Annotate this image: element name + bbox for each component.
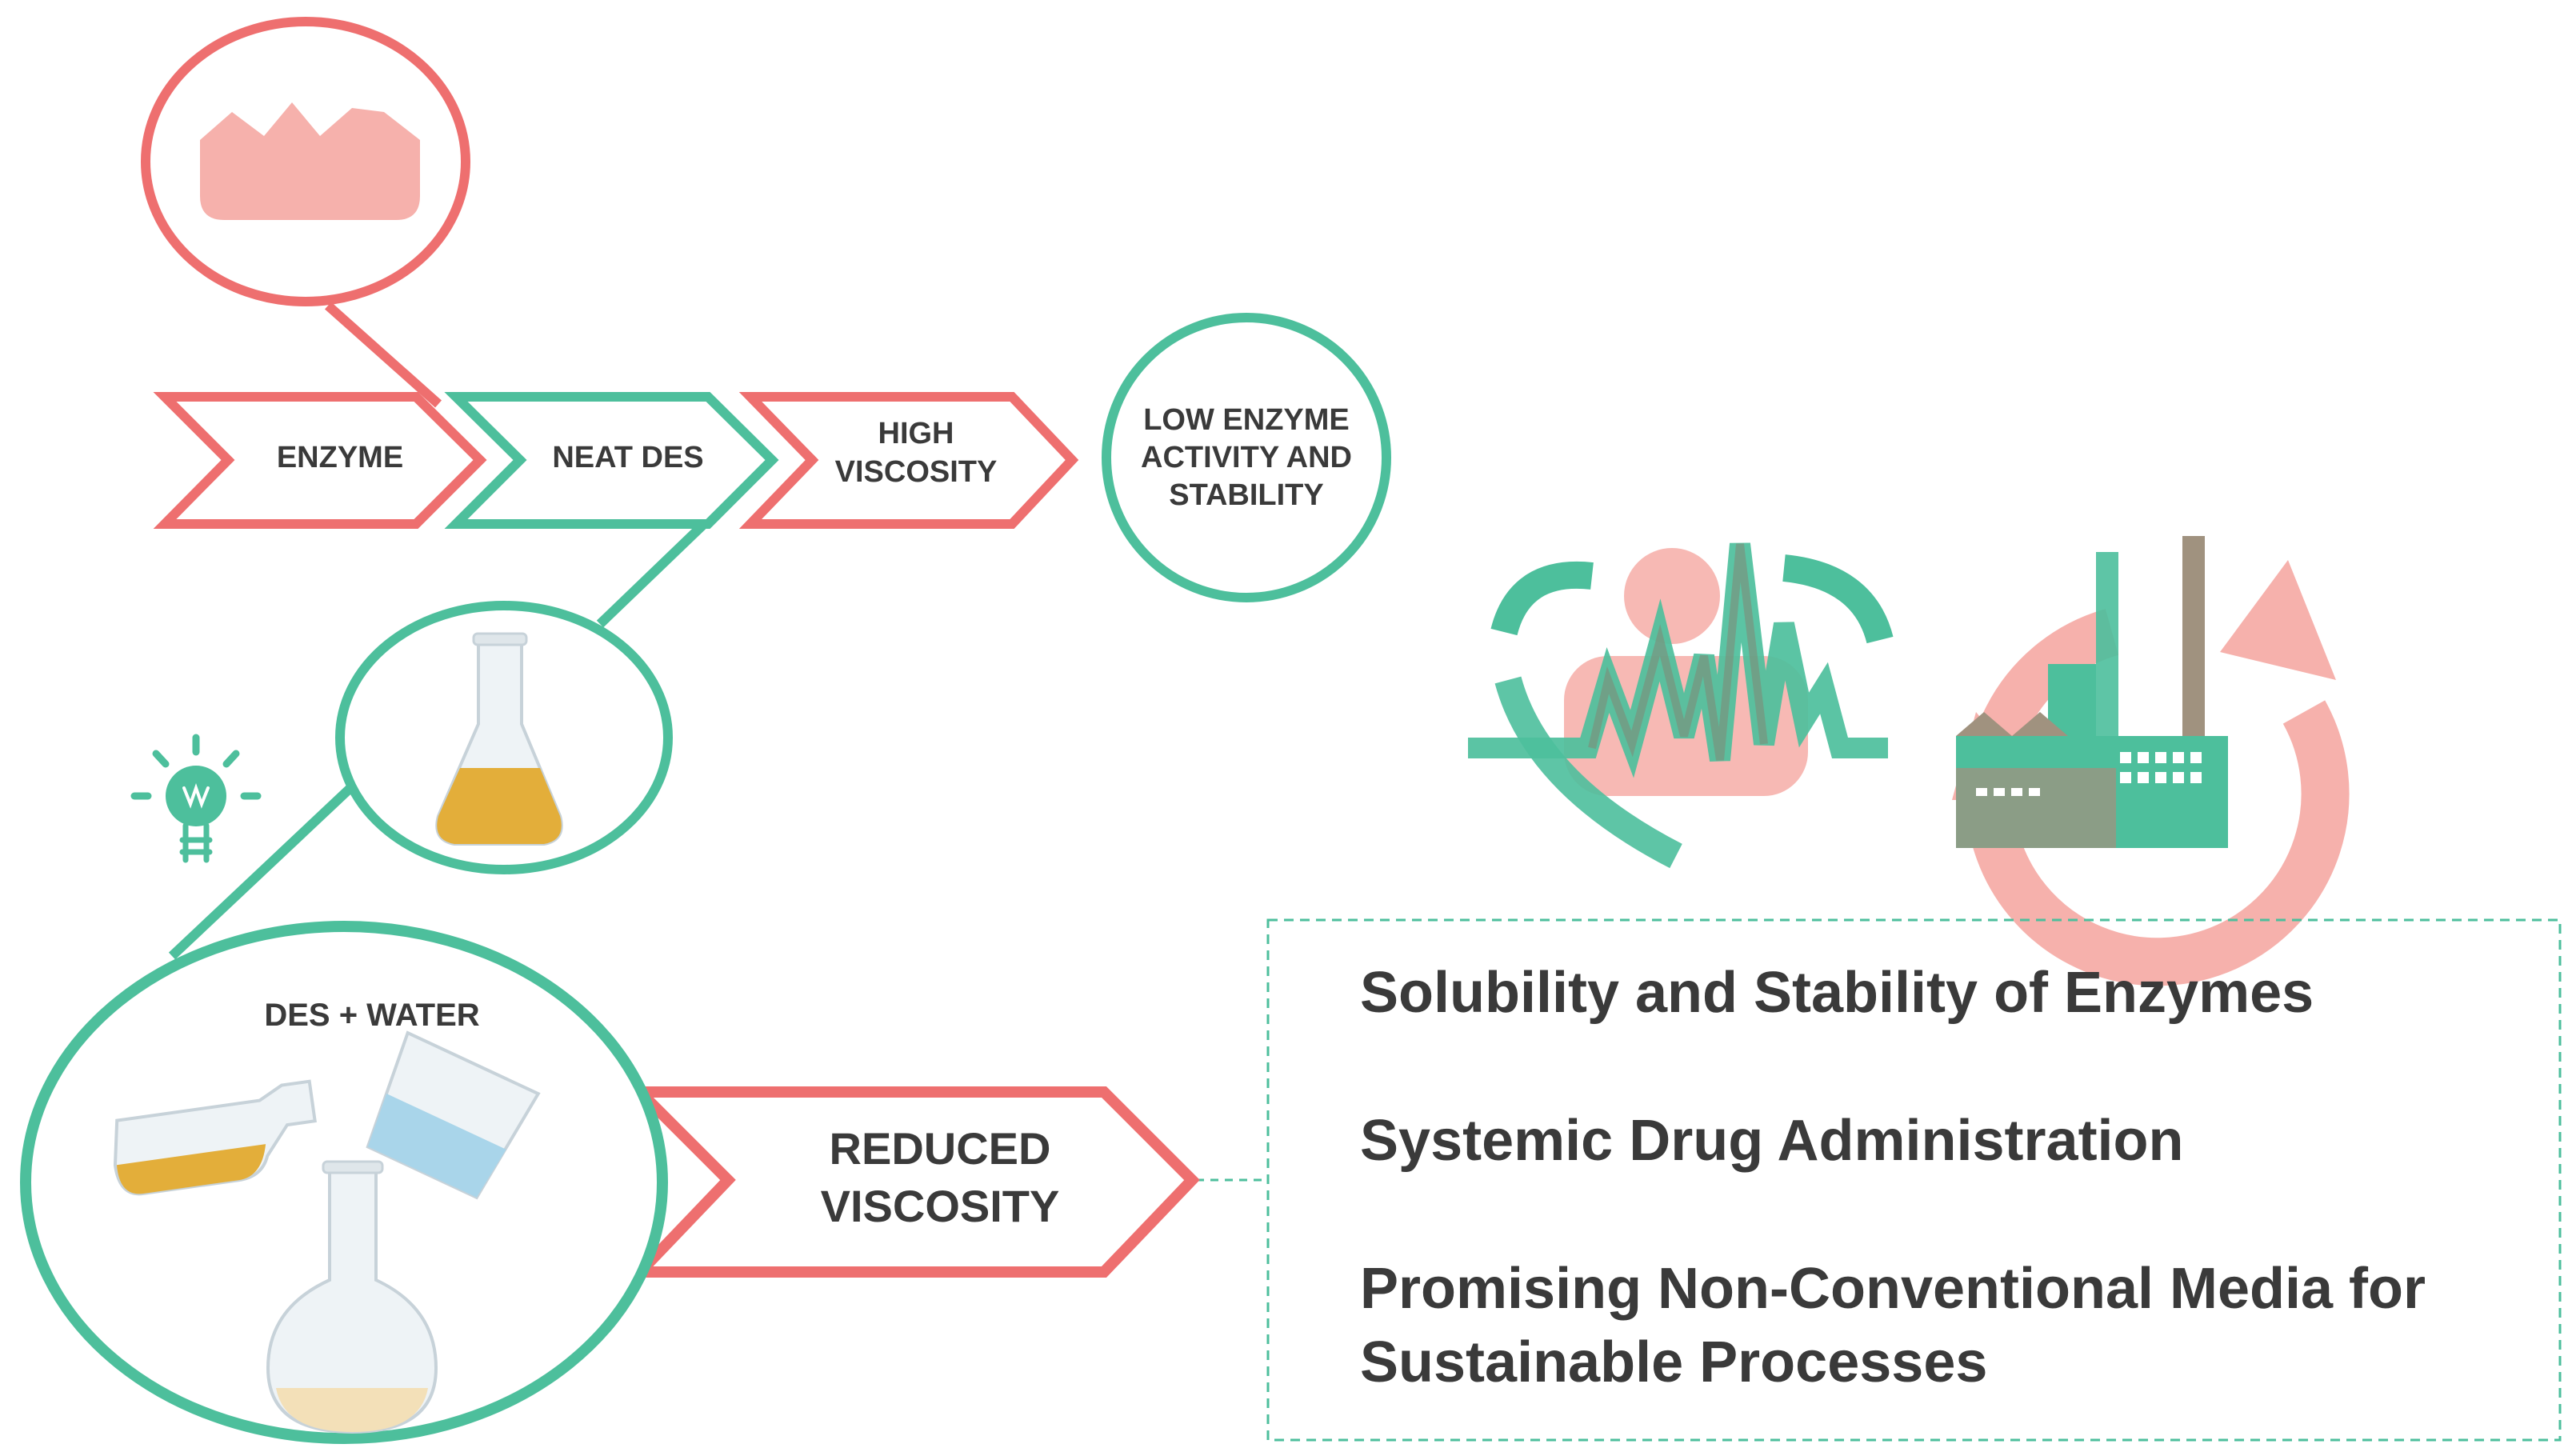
enzyme-icon: [200, 102, 420, 220]
glassware-icon: [113, 1030, 541, 1434]
chevron-reduced-viscosity: [626, 1086, 1200, 1278]
label-low-activity: LOW ENZYME ACTIVITY AND STABILITY: [1141, 403, 1352, 512]
application-enzymes: Solubility and Stability of Enzymes: [1360, 961, 2314, 1025]
applications-box: [1266, 918, 2562, 1442]
label-neat-des: NEAT DES: [552, 441, 704, 474]
chevron-neat-des: [444, 392, 779, 529]
label-high-viscosity: HIGH VISCOSITY: [834, 417, 998, 489]
factory-recycle-icon: [1952, 536, 2350, 986]
chevron-high-viscosity: [738, 392, 1079, 529]
heartbeat-icon: [1468, 542, 1894, 869]
lightbulb-icon: [130, 734, 262, 863]
application-sustainable: Promising Non-Conventional Media for Sus…: [1360, 1257, 2426, 1394]
low-activity-circle: [1102, 313, 1391, 602]
flask-icon: [435, 632, 563, 846]
connector-flask-mixture: [168, 784, 354, 960]
application-drug: Systemic Drug Administration: [1360, 1109, 2184, 1173]
label-enzyme: ENZYME: [276, 441, 404, 474]
label-reduced-viscosity: REDUCED VISCOSITY: [820, 1123, 1060, 1231]
connector-enzyme: [325, 302, 442, 408]
label-des-water: DES + WATER: [264, 998, 480, 1033]
chevron-enzyme: [153, 392, 487, 529]
connector-des-flask: [596, 520, 708, 628]
